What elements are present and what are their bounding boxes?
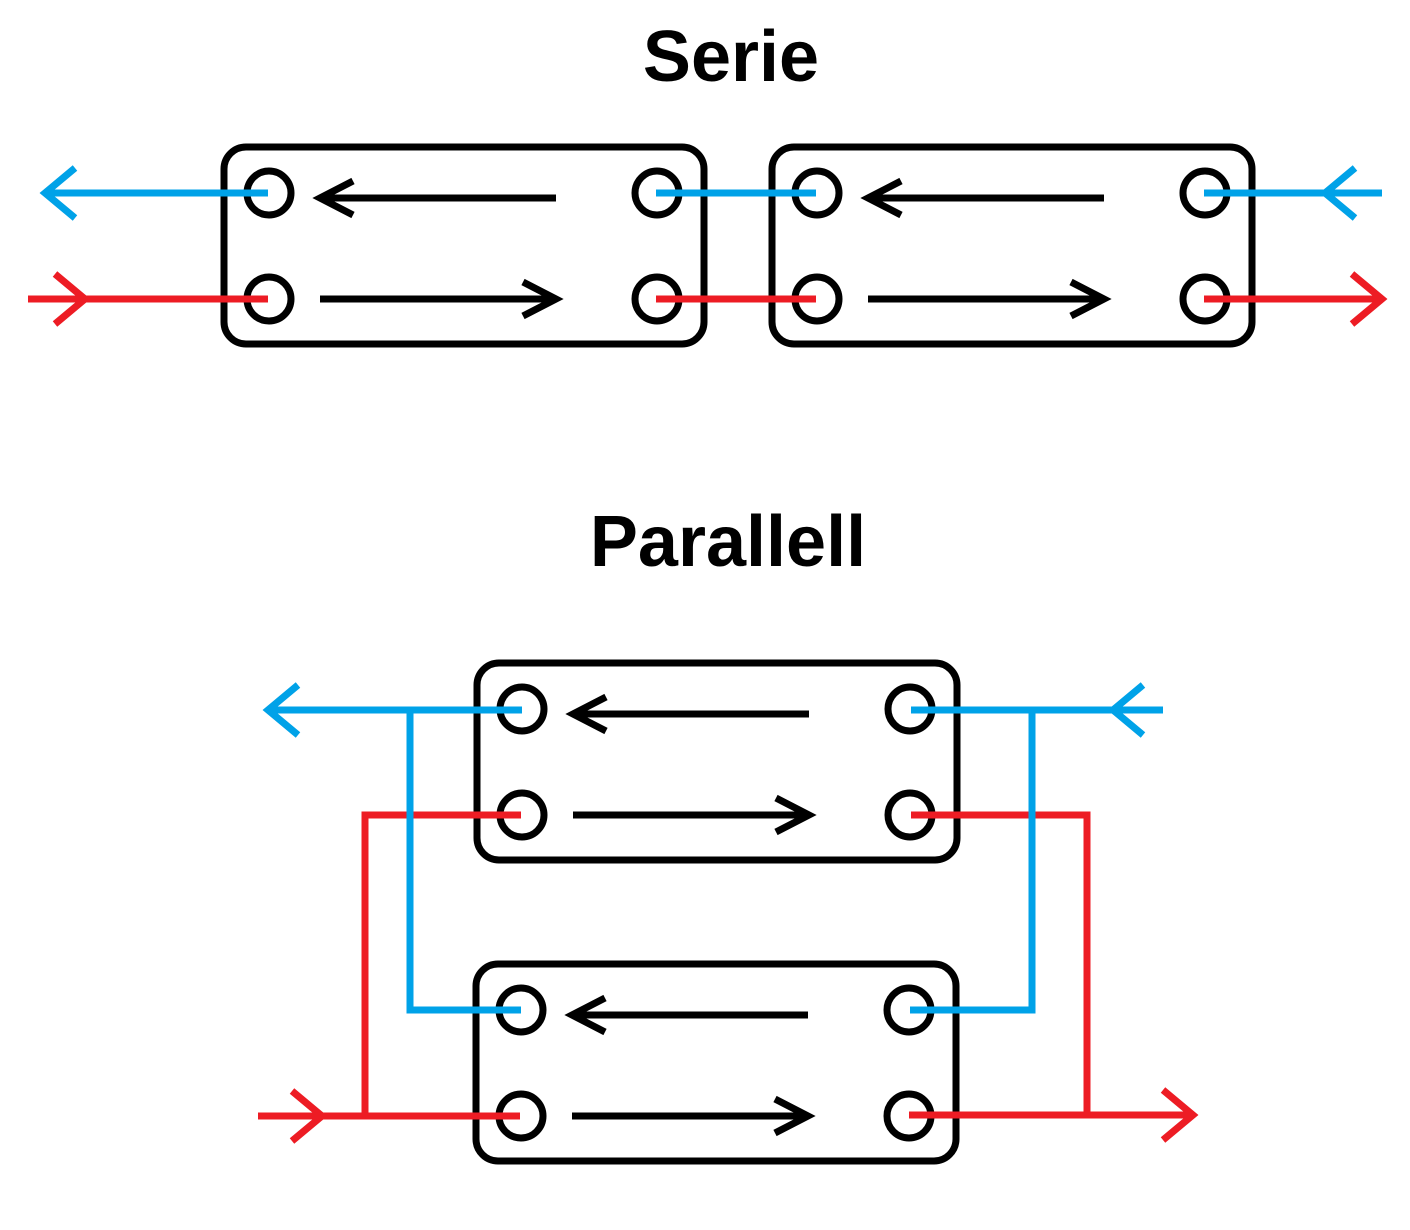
section-title-parallel: Parallell — [590, 502, 866, 582]
exchanger-body — [473, 659, 961, 864]
section-parallel: Parallell — [258, 502, 1199, 1165]
hot-flow-line — [361, 811, 521, 1116]
internal-flow-arrowhead — [773, 1095, 816, 1137]
hot-flow-arrowhead — [289, 1088, 328, 1144]
internal-flow-arrowhead — [521, 278, 564, 320]
internal-flow-arrow-top — [312, 177, 556, 219]
internal-flow-arrowhead — [774, 794, 817, 836]
section-title-series: Serie — [643, 17, 819, 97]
exchanger-box — [220, 143, 708, 348]
internal-flow-arrow-bottom — [572, 1095, 816, 1137]
exchanger-box — [473, 659, 961, 864]
internal-flow-arrow-bottom — [868, 278, 1112, 320]
internal-flow-arrowhead — [1069, 278, 1112, 320]
internal-flow-arrow-top — [565, 693, 809, 735]
exchanger-body — [220, 143, 708, 348]
exchanger-box — [472, 960, 960, 1165]
exchanger-box — [768, 143, 1256, 348]
section-series: Serie — [28, 17, 1388, 348]
cold-flow-arrowhead — [262, 682, 301, 738]
cold-flow-arrowhead — [39, 165, 78, 221]
internal-flow-arrow-top — [860, 177, 1104, 219]
hot-flow-line — [911, 811, 1091, 1115]
internal-flow-arrowhead — [564, 994, 607, 1036]
internal-flow-arrowhead — [860, 177, 903, 219]
internal-flow-arrow-bottom — [320, 278, 564, 320]
cold-flow-line — [910, 710, 1036, 1014]
hot-flow-arrowhead — [1349, 271, 1388, 327]
hot-flow-arrowhead — [52, 271, 91, 327]
cold-flow-arrowhead — [1107, 682, 1146, 738]
hot-flow-arrowhead — [1160, 1087, 1199, 1143]
internal-flow-arrow-top — [564, 994, 808, 1036]
internal-flow-arrowhead — [565, 693, 608, 735]
cold-flow-arrowhead — [1319, 165, 1358, 221]
exchanger-body — [472, 960, 960, 1165]
internal-flow-arrowhead — [312, 177, 355, 219]
internal-flow-arrow-bottom — [573, 794, 817, 836]
exchanger-body — [768, 143, 1256, 348]
cold-flow-line — [406, 710, 521, 1014]
